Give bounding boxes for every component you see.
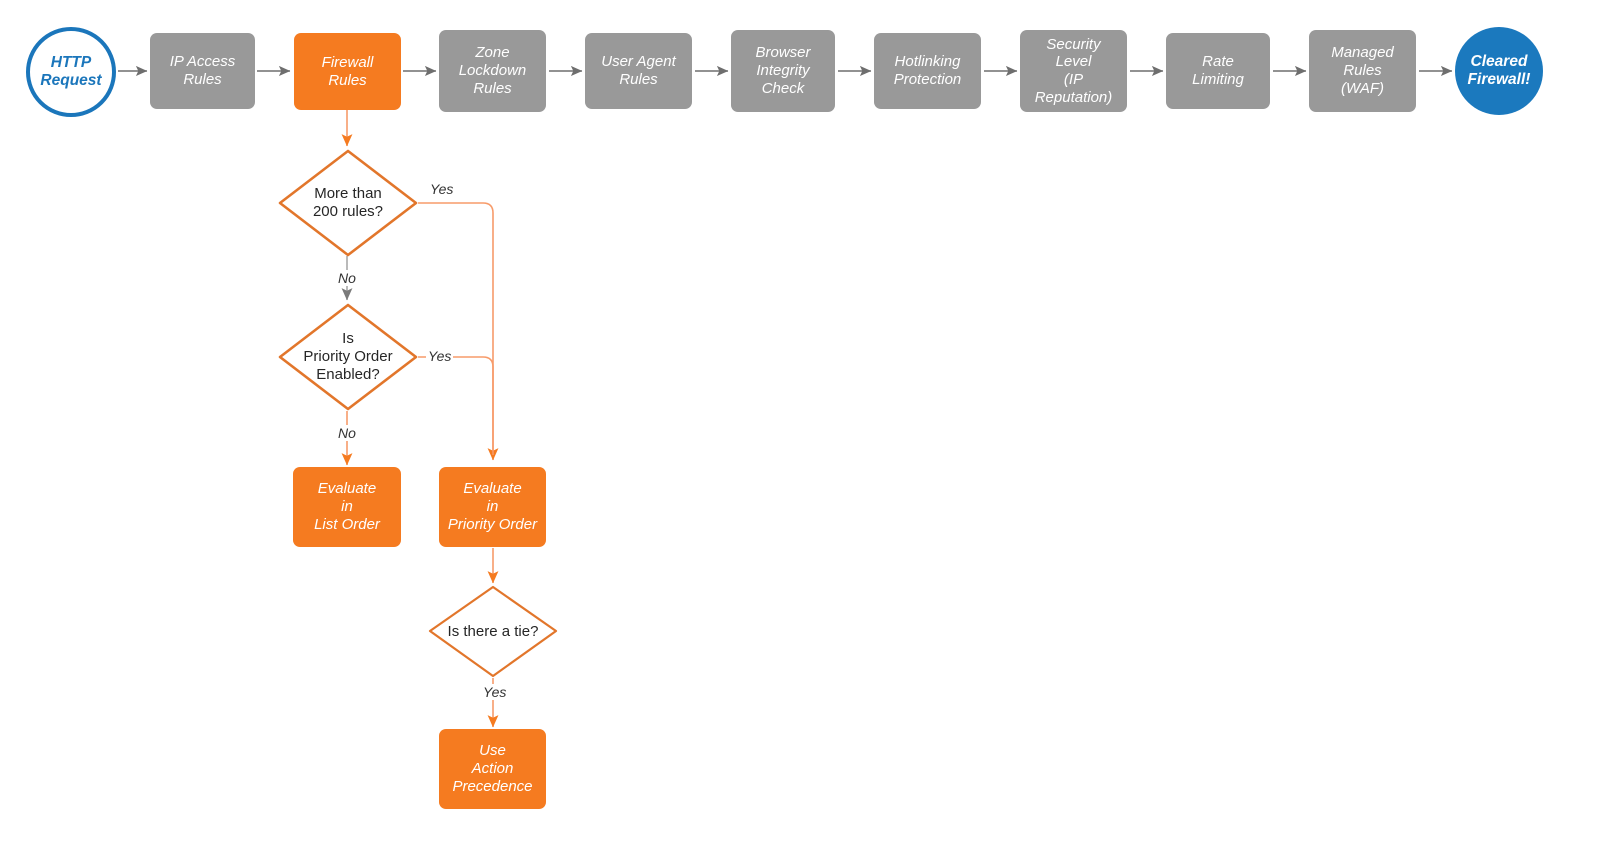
node-security-level[interactable]: Security Level (IP Reputation) — [1020, 30, 1127, 112]
edge-priority-order-yes — [418, 356, 494, 455]
edge-label-more-than-200-yes: Yes — [428, 181, 456, 197]
diamond-shape-more-than-200 — [278, 149, 418, 257]
edge-label-tie-yes: Yes — [481, 684, 509, 700]
edge-more-than-200-yes — [418, 202, 499, 461]
node-ip-access-rules[interactable]: IP Access Rules — [150, 33, 255, 109]
node-hotlinking-protection[interactable]: Hotlinking Protection — [874, 33, 981, 109]
node-security-level-label: Security Level (IP Reputation) — [1034, 35, 1113, 106]
node-is-there-a-tie[interactable]: Is there a tie? — [427, 584, 559, 679]
node-hotlinking-protection-label: Hotlinking Protection — [893, 53, 962, 88]
node-managed-rules-waf[interactable]: Managed Rules (WAF) — [1309, 30, 1416, 112]
node-browser-integrity-check[interactable]: Browser Integrity Check — [731, 30, 835, 112]
node-ip-access-rules-label: IP Access Rules — [169, 53, 236, 88]
node-http-request-label: HTTP Request — [40, 53, 102, 89]
diamond-shape-priority-order — [278, 303, 418, 411]
node-managed-rules-waf-label: Managed Rules (WAF) — [1331, 44, 1394, 97]
node-is-there-a-tie-label: Is there a tie? — [447, 622, 539, 640]
node-is-priority-order-enabled[interactable]: Is Priority Order Enabled? — [277, 302, 419, 412]
node-firewall-rules[interactable]: Firewall Rules — [294, 33, 401, 110]
edge-label-priority-order-no: No — [336, 425, 358, 441]
node-more-than-200-rules[interactable]: More than 200 rules? — [277, 148, 419, 258]
node-cleared-firewall[interactable]: Cleared Firewall! — [1455, 27, 1543, 115]
node-zone-lockdown-rules[interactable]: Zone Lockdown Rules — [439, 30, 546, 112]
node-http-request[interactable]: HTTP Request — [26, 27, 116, 117]
node-zone-lockdown-rules-label: Zone Lockdown Rules — [458, 44, 527, 97]
node-more-than-200-rules-label: More than 200 rules? — [312, 185, 384, 220]
node-is-priority-order-enabled-label: Is Priority Order Enabled? — [303, 330, 393, 383]
edge-label-priority-order-yes: Yes — [426, 348, 454, 364]
node-evaluate-list-order-label: Evaluate in List Order — [314, 480, 380, 533]
node-use-action-precedence-label: Use Action Precedence — [452, 742, 533, 795]
node-user-agent-rules-label: User Agent Rules — [601, 53, 676, 88]
node-evaluate-list-order[interactable]: Evaluate in List Order — [293, 467, 401, 547]
node-use-action-precedence[interactable]: Use Action Precedence — [439, 729, 546, 809]
edge-label-more-than-200-no: No — [336, 270, 358, 286]
node-firewall-rules-label: Firewall Rules — [321, 53, 374, 89]
node-rate-limiting-label: Rate Limiting — [1192, 53, 1244, 88]
node-browser-integrity-check-label: Browser Integrity Check — [755, 44, 811, 97]
diamond-shape-is-there-a-tie — [428, 585, 558, 678]
node-rate-limiting[interactable]: Rate Limiting — [1166, 33, 1270, 109]
node-evaluate-priority-order[interactable]: Evaluate in Priority Order — [439, 467, 546, 547]
node-cleared-firewall-label: Cleared Firewall! — [1467, 52, 1531, 88]
node-evaluate-priority-order-label: Evaluate in Priority Order — [447, 480, 538, 533]
node-user-agent-rules[interactable]: User Agent Rules — [585, 33, 692, 109]
